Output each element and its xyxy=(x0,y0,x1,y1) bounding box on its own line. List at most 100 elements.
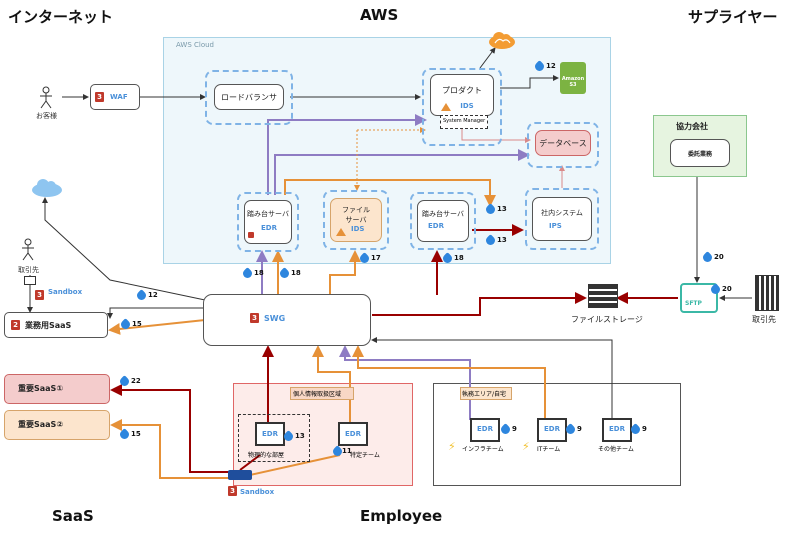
ref-num-other9: 9 xyxy=(642,425,647,433)
partner-label: 協力会社 xyxy=(676,122,708,131)
line-product-db xyxy=(461,128,531,143)
infra-team-label: インフラチーム xyxy=(462,446,504,453)
waf-node[interactable] xyxy=(90,84,140,110)
sandbox-bottom-label: Sandbox xyxy=(240,488,275,496)
region-supplier: サプライヤー xyxy=(688,8,778,26)
bastion1-label: 踏み台サーバ xyxy=(247,210,289,218)
load-balancer-node[interactable]: ロードバランサ xyxy=(214,84,284,110)
line-other-swg xyxy=(371,337,613,418)
fileserver-label-1: ファイル xyxy=(342,206,370,214)
critical-saas-2-node[interactable] xyxy=(4,410,110,440)
outsourcing-node[interactable]: 委託業務 xyxy=(670,139,730,167)
work-area-label-box xyxy=(460,387,512,400)
line-swg-saas-dark xyxy=(107,307,205,319)
ref-num-critical15: 15 xyxy=(131,430,141,438)
waf-label: WAF xyxy=(110,93,128,101)
ref-num-sw17: 17 xyxy=(371,254,381,262)
pii-area-label: 個人情報取扱区域 xyxy=(293,391,342,398)
internet-cloud-icon xyxy=(32,179,62,197)
line-swg-storage xyxy=(372,292,587,316)
ref-num-sw18a: 18 xyxy=(254,269,264,277)
aws-cloud-label: AWS Cloud xyxy=(176,41,214,49)
fileserver-frame xyxy=(323,190,389,250)
line-infra-swg xyxy=(339,345,471,420)
swg-badge: 3 xyxy=(250,313,259,323)
bastion2-edr-label: EDR xyxy=(428,222,444,230)
pc-other-edr: EDR xyxy=(609,425,625,433)
internal-system-node[interactable]: 社内システム IPS xyxy=(532,197,592,241)
pc-team-icon[interactable] xyxy=(338,422,368,446)
load-balancer-frame xyxy=(205,70,293,125)
pc-infra-icon[interactable] xyxy=(470,418,500,442)
line-bastion1-db xyxy=(274,149,530,195)
specific-team-label: 特定チーム xyxy=(350,452,380,459)
customer-label: お客様 xyxy=(36,112,57,120)
ref-num-team11: 11 xyxy=(342,447,352,455)
bastion2-node[interactable]: 踏み台サーバ EDR xyxy=(417,200,469,242)
fileserver-ids-label: IDS xyxy=(351,225,365,233)
internal-ips-label: IPS xyxy=(549,222,562,230)
bastion1-frame xyxy=(237,192,299,252)
line-room-sandbox xyxy=(239,454,261,471)
fileserver-label-2: サーバ xyxy=(345,216,367,224)
critical-saas-1-label: 重要SaaS① xyxy=(18,384,64,393)
pii-area-label-box xyxy=(290,387,354,400)
line-sandbox-critical2 xyxy=(110,419,232,479)
line-product-cloud xyxy=(479,47,496,69)
database-frame xyxy=(527,122,599,168)
cloud-icon xyxy=(489,32,515,49)
database-node[interactable]: データベース xyxy=(535,130,591,156)
line-team-sandbox xyxy=(249,454,341,476)
ref-num-infra9: 9 xyxy=(512,425,517,433)
ref-num-bastion2-in: 13 xyxy=(497,236,507,244)
lightning-icon: ⚡ xyxy=(448,440,456,453)
pc-it-edr: EDR xyxy=(544,425,560,433)
line-product-s3 xyxy=(500,75,559,89)
critical-saas-2-label: 重要SaaS② xyxy=(18,420,64,429)
vendor-label: 取引先 xyxy=(18,266,39,274)
sftp-label: SFTP xyxy=(685,300,702,307)
swg-node[interactable] xyxy=(203,294,371,346)
swg-label: SWG xyxy=(264,314,286,323)
product-node[interactable]: プロダクト IDS xyxy=(430,74,494,116)
trading-partner-label: 取引先 xyxy=(752,315,776,324)
ref-num-s3: 12 xyxy=(546,62,556,70)
bastion2-label: 踏み台サーバ xyxy=(422,210,464,218)
lightning-icon: ⚡ xyxy=(522,440,530,453)
line-sandbox-critical1 xyxy=(110,384,232,473)
business-saas-badge: 2 xyxy=(11,320,20,330)
pc-other-icon[interactable] xyxy=(602,418,632,442)
internal-system-frame xyxy=(525,188,599,250)
system-manager-box xyxy=(440,115,488,129)
ref-num-saas15: 15 xyxy=(132,320,142,328)
sandbox-top-label: Sandbox xyxy=(48,288,83,296)
vendor-person-icon xyxy=(22,238,34,261)
line-it-swg xyxy=(352,345,546,418)
ref-num-sftp20a: 20 xyxy=(714,253,724,261)
other-team-label: その他チーム xyxy=(598,446,634,453)
amazon-s3-icon xyxy=(560,62,586,94)
customer-person-icon xyxy=(40,86,52,109)
ref-num-sw18b: 18 xyxy=(291,269,301,277)
region-aws: AWS xyxy=(360,6,399,24)
it-team-label: ITチーム xyxy=(537,446,561,453)
pc-room-edr: EDR xyxy=(262,430,278,438)
ref-num-bastion2-out: 13 xyxy=(497,205,507,213)
sandbox-top-badge: 3 xyxy=(35,290,44,300)
physical-room-box xyxy=(238,414,310,462)
product-label: プロダクト xyxy=(442,86,482,95)
router-icon xyxy=(228,470,252,480)
bastion2-frame xyxy=(410,192,476,250)
line-swg-fileserver xyxy=(329,250,361,295)
building-icon xyxy=(755,275,779,311)
region-employee: Employee xyxy=(360,507,443,525)
business-saas-node[interactable] xyxy=(4,312,108,338)
critical-saas-1-node[interactable] xyxy=(4,374,110,404)
ref-num-saas12: 12 xyxy=(148,291,158,299)
ref-num-critical22: 22 xyxy=(131,377,141,385)
ref-num-sw18c: 18 xyxy=(454,254,464,262)
warning-icon xyxy=(441,103,451,111)
ref-num-it9: 9 xyxy=(577,425,582,433)
product-frame xyxy=(422,68,502,146)
